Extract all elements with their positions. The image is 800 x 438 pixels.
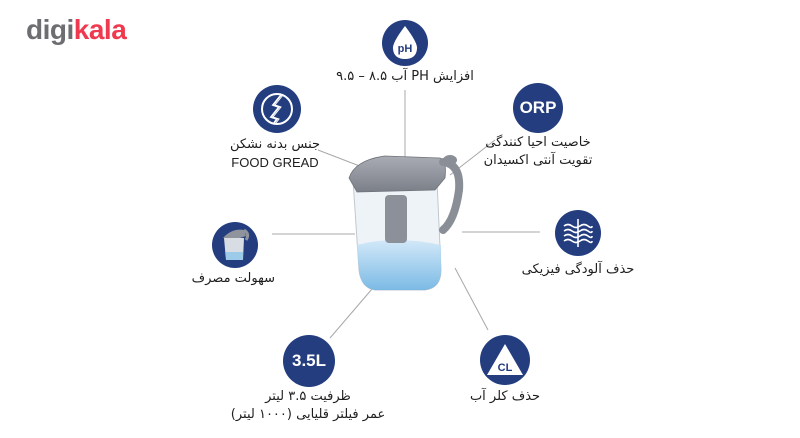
chlorine-feature-icon: CL xyxy=(480,335,530,385)
food-grade-feature-icon xyxy=(253,85,301,133)
physical-filter-feature-label: حذف آلودگی فیزیکی xyxy=(521,262,635,277)
food-grade-label-line1: جنس بدنه نشکن xyxy=(229,137,321,152)
ph-feature-icon: pH xyxy=(382,20,428,66)
capacity-label-line1: ظرفیت ۳.۵ لیتر xyxy=(265,389,351,404)
physical-filter-feature-icon xyxy=(555,210,601,256)
ph-drop-icon: pH xyxy=(392,26,418,59)
svg-text:pH: pH xyxy=(398,43,413,55)
capacity-label-line2: عمر فیلتر قلیایی (۱۰۰۰ لیتر) xyxy=(230,407,386,422)
orp-feature-label: خاصیت احیا کنندگی تقویت آنتی اکسیدان xyxy=(478,134,598,170)
orp-icon: ORP xyxy=(513,83,563,133)
pitcher-icon xyxy=(223,228,250,260)
chlorine-triangle-icon: CL xyxy=(487,344,523,375)
capacity-icon: 3.5L xyxy=(283,335,335,387)
ph-feature-label: افزایش PH آب ۸.۵ – ۹.۵ xyxy=(336,69,474,84)
ease-of-use-feature-icon xyxy=(212,222,258,268)
food-grade-feature-label: جنس بدنه نشکن FOOD GREAD xyxy=(210,136,340,172)
svg-text:CL: CL xyxy=(498,362,513,374)
capacity-feature-label: ظرفیت ۳.۵ لیتر عمر فیلتر قلیایی (۱۰۰۰ لی… xyxy=(228,388,388,424)
pitcher-illustration xyxy=(348,155,464,291)
chlorine-feature-label: حذف کلر آب xyxy=(469,389,541,404)
cracked-shield-icon xyxy=(261,93,293,125)
ease-of-use-feature-label: سهولت مصرف xyxy=(191,271,275,286)
water-filter-icon xyxy=(563,219,593,247)
orp-label-line2: تقویت آنتی اکسیدان xyxy=(483,153,593,168)
logo-digi: digi xyxy=(26,14,74,45)
food-grade-label-line2: FOOD GREAD xyxy=(231,155,319,170)
digikala-logo: digikala xyxy=(26,12,127,48)
logo-kala: kala xyxy=(73,14,127,45)
orp-label-line1: خاصیت احیا کنندگی xyxy=(485,135,591,150)
